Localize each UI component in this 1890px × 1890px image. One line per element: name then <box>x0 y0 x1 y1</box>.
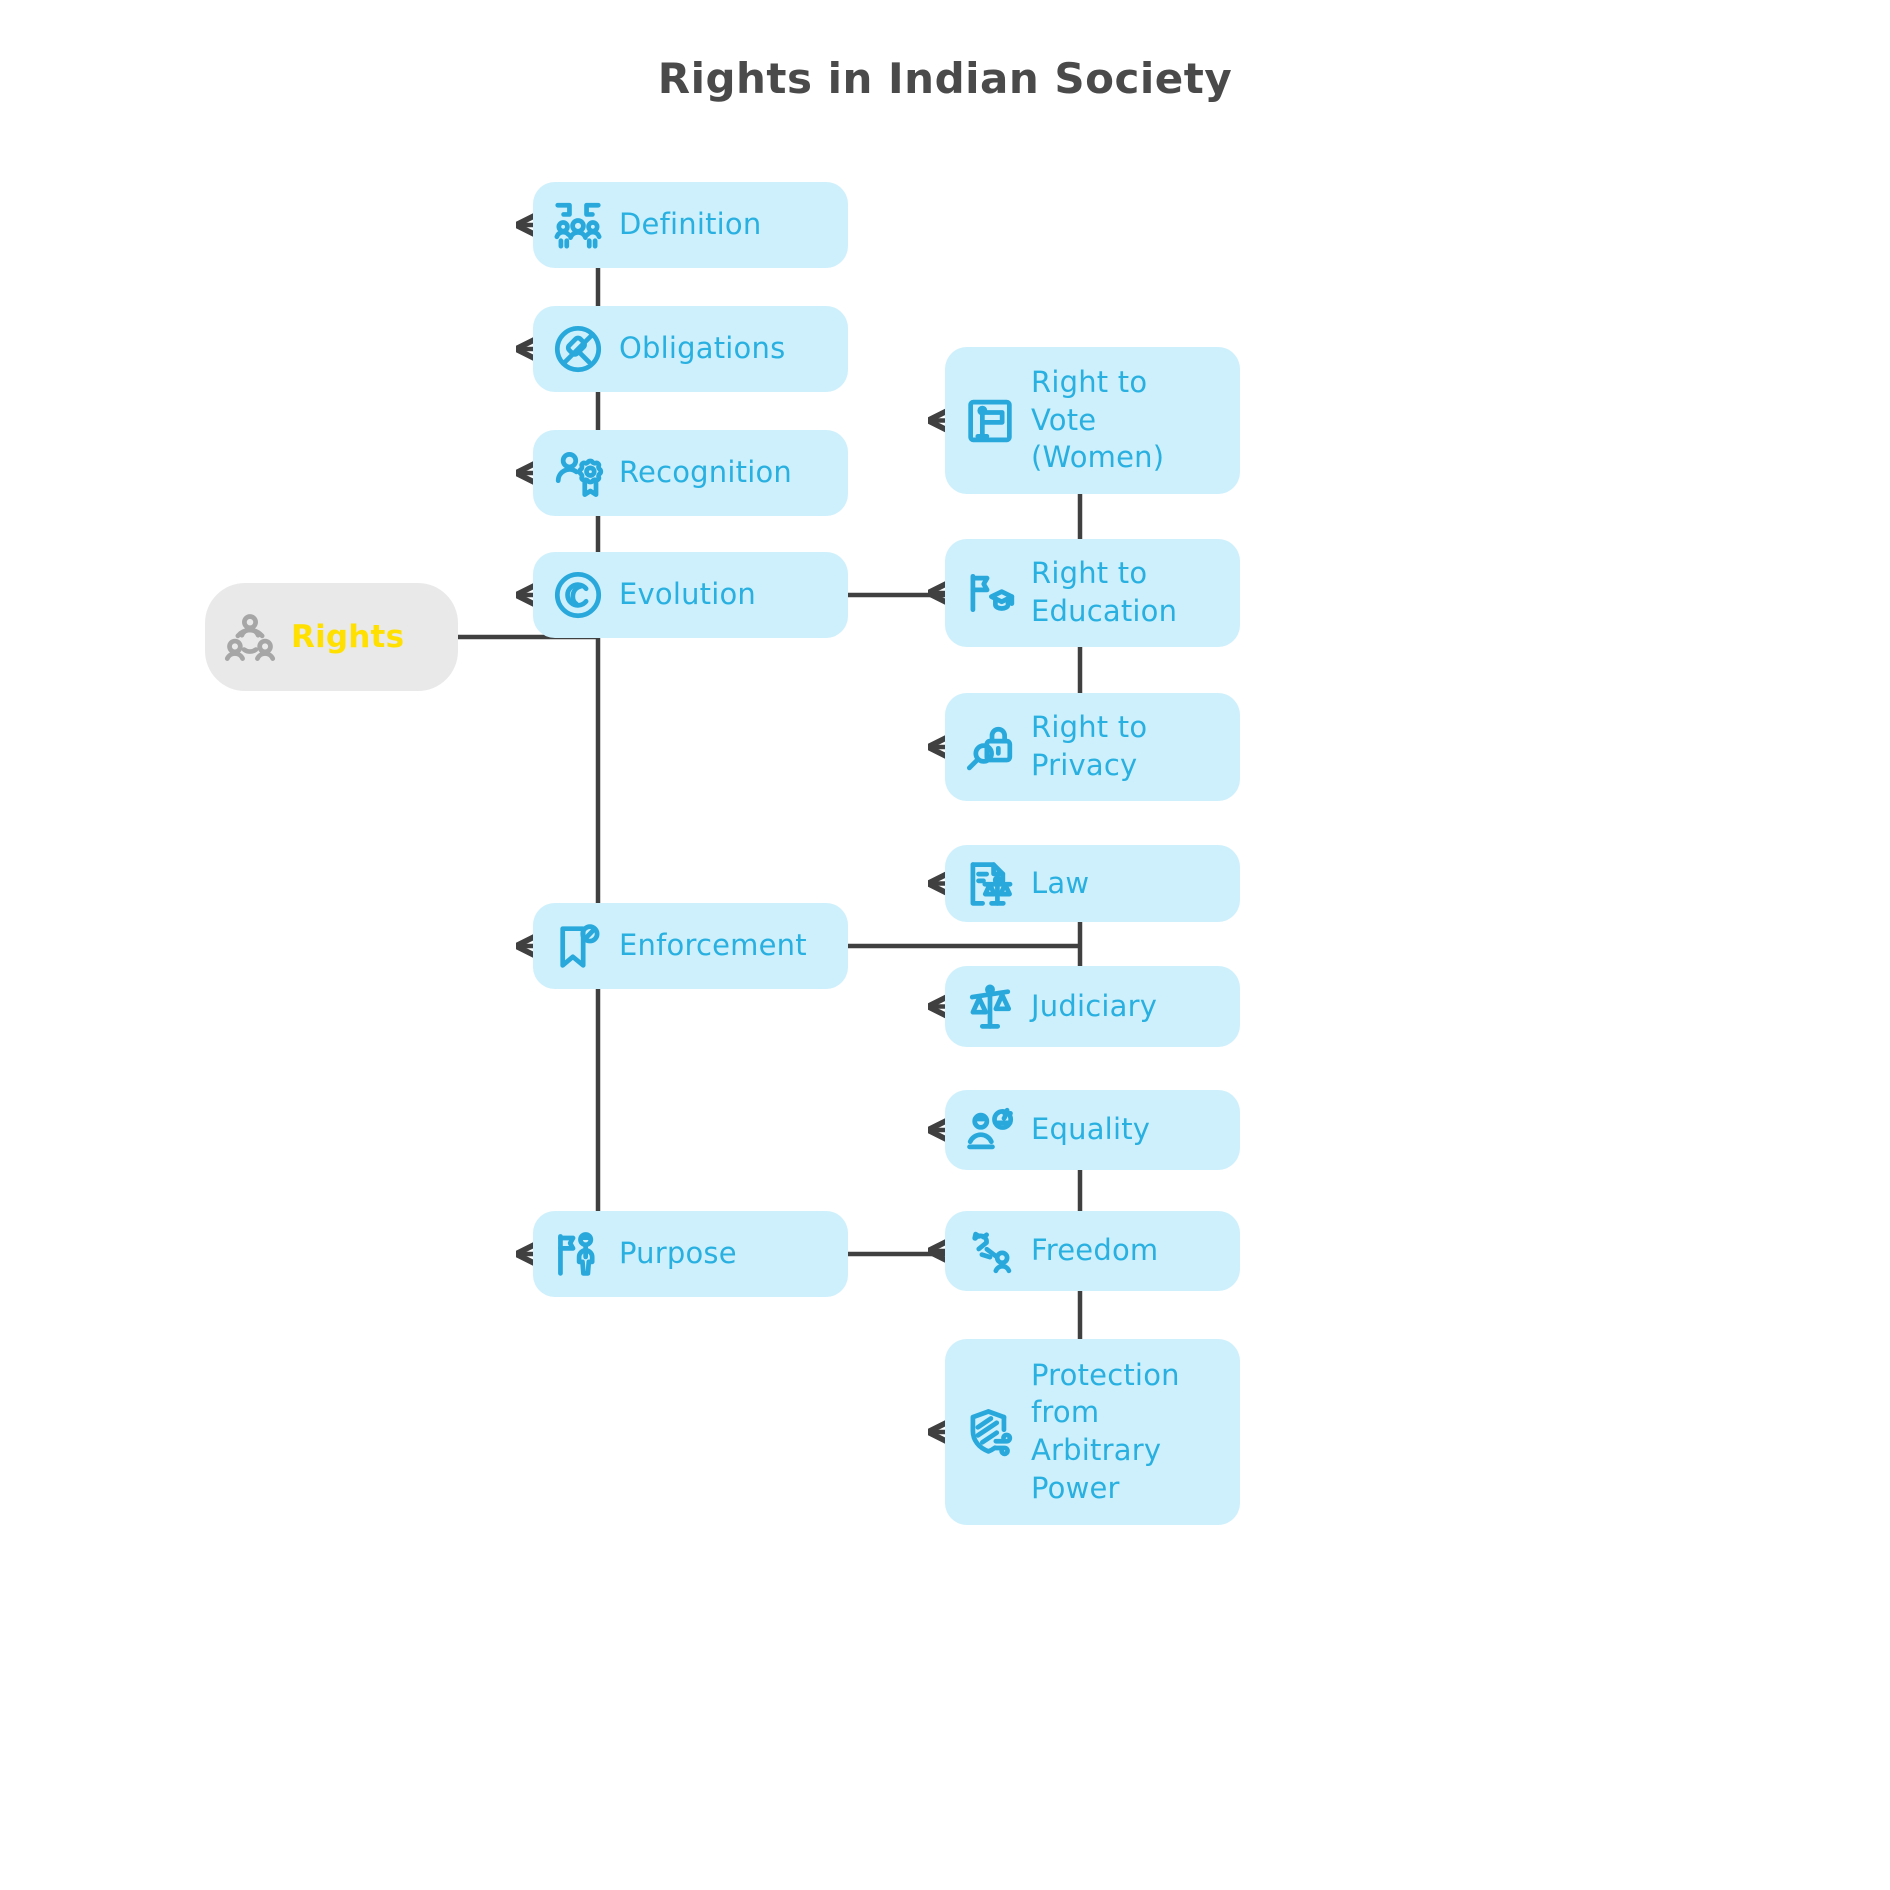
people-network-icon <box>224 614 276 661</box>
flag-person-icon <box>558 1232 595 1276</box>
leaf-node-equality[interactable]: Equality <box>945 1090 1240 1170</box>
flag-board-icon <box>963 394 1017 448</box>
person-award-icon <box>555 451 604 497</box>
copyright-c-icon <box>551 568 605 622</box>
branch-node-enforcement-label: Enforcement <box>619 928 807 963</box>
root-node-rights[interactable]: Rights <box>205 583 458 691</box>
branch-node-evolution[interactable]: Evolution <box>533 552 848 638</box>
branch-node-recognition-label: Recognition <box>619 455 792 490</box>
flag-graduation-cap-icon <box>963 566 1017 620</box>
branch-node-definition-label: Definition <box>619 207 762 242</box>
padlock-magnifier-icon <box>963 720 1017 774</box>
flag-graduation-cap-icon <box>970 573 1015 613</box>
leaf-node-freedom[interactable]: Freedom <box>945 1211 1240 1291</box>
leaf-node-law-label: Law <box>1031 865 1090 900</box>
leaf-node-right-to-privacy[interactable]: Right to Privacy <box>945 693 1240 801</box>
branch-node-obligations[interactable]: Obligations <box>533 306 848 392</box>
leaf-node-judiciary-label: Judiciary <box>1031 988 1158 1023</box>
group-discussion-icon <box>554 202 602 249</box>
person-balance-icon <box>967 1107 1014 1150</box>
leaf-node-judiciary[interactable]: Judiciary <box>945 966 1240 1047</box>
group-discussion-icon <box>551 198 605 252</box>
no-gavel-icon <box>554 325 602 373</box>
person-award-icon <box>551 446 605 500</box>
shield-wind-icon <box>963 1405 1017 1459</box>
document-scales-icon <box>970 861 1013 906</box>
padlock-magnifier-icon <box>966 726 1013 771</box>
bird-person-icon <box>972 1231 1012 1274</box>
branch-node-obligations-label: Obligations <box>619 331 786 366</box>
branch-node-recognition[interactable]: Recognition <box>533 430 848 516</box>
person-balance-icon <box>963 1103 1017 1157</box>
leaf-node-right-to-education[interactable]: Right to Education <box>945 539 1240 647</box>
branch-node-evolution-label: Evolution <box>619 577 757 612</box>
document-scales-icon <box>963 857 1017 911</box>
branch-node-purpose-label: Purpose <box>619 1236 737 1271</box>
scales-balance-icon <box>963 980 1017 1034</box>
leaf-node-right-to-vote-women[interactable]: Right to Vote (Women) <box>945 347 1240 494</box>
bird-person-icon <box>963 1224 1017 1278</box>
branch-node-enforcement[interactable]: Enforcement <box>533 903 848 989</box>
root-node-rights-label: Rights <box>291 618 405 655</box>
leaf-node-freedom-label: Freedom <box>1031 1233 1159 1268</box>
leaf-node-protection-from-arbitrary-power-label: Protection from Arbitrary Power <box>1031 1357 1180 1505</box>
bookmark-seal-icon <box>551 919 605 973</box>
leaf-node-protection-from-arbitrary-power[interactable]: Protection from Arbitrary Power <box>945 1339 1240 1525</box>
leaf-node-right-to-privacy-label: Right to Privacy <box>1031 710 1148 782</box>
leaf-node-law[interactable]: Law <box>945 845 1240 922</box>
people-network-icon <box>223 610 277 664</box>
copyright-c-icon <box>554 571 602 619</box>
no-gavel-icon <box>551 322 605 376</box>
scales-balance-icon <box>969 983 1012 1029</box>
flag-person-icon <box>551 1227 605 1281</box>
leaf-node-right-to-education-label: Right to Education <box>1031 556 1178 628</box>
flag-board-icon <box>968 399 1012 442</box>
branch-node-definition[interactable]: Definition <box>533 182 848 268</box>
branch-node-purpose[interactable]: Purpose <box>533 1211 848 1297</box>
page-title: Rights in Indian Society <box>657 54 1233 103</box>
leaf-node-right-to-vote-women-label: Right to Vote (Women) <box>1031 364 1165 475</box>
leaf-node-equality-label: Equality <box>1031 1112 1151 1147</box>
bookmark-seal-icon <box>560 924 600 968</box>
shield-wind-icon <box>970 1409 1013 1457</box>
